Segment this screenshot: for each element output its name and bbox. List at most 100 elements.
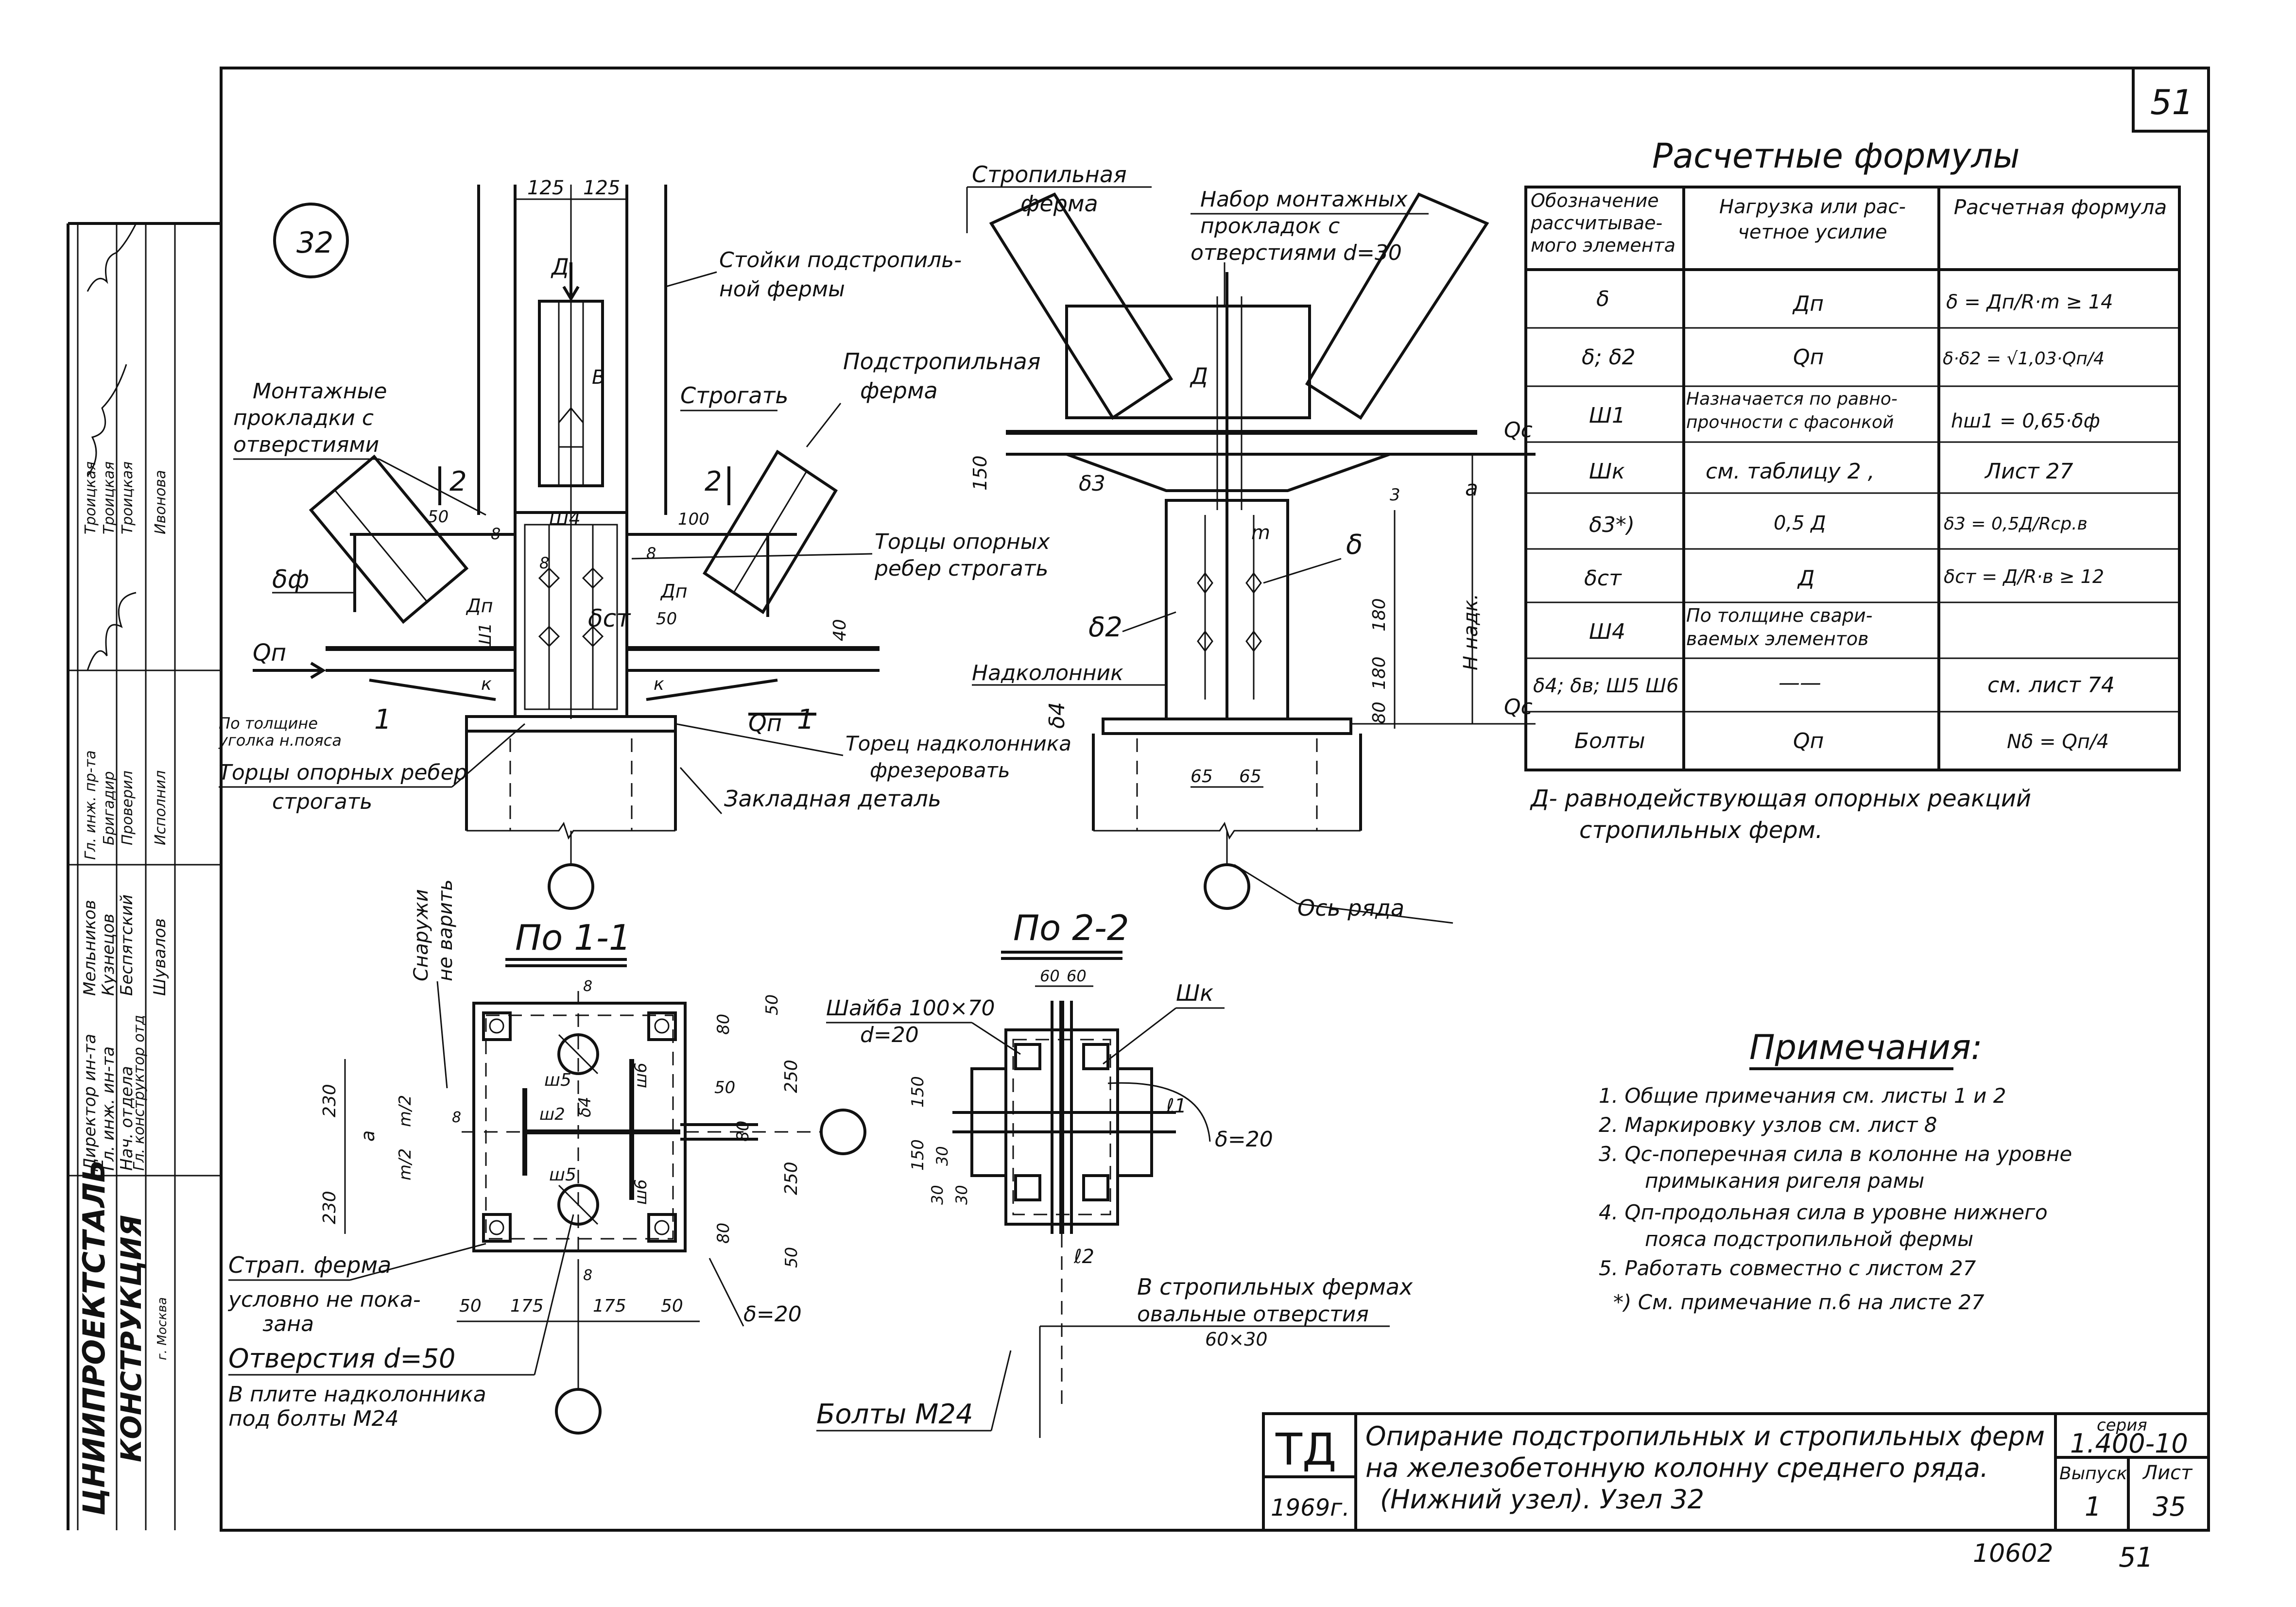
section11-axis-circle-right (820, 1109, 866, 1155)
dim-80-a: 80 (733, 1121, 753, 1142)
stamp-name-3: Беспятский (117, 894, 137, 996)
label-os-ryada: Ось ряда (1297, 895, 1404, 921)
bottom-number: 10602 (1973, 1539, 2053, 1568)
main-right-truss (702, 449, 838, 615)
stamp-name-5: Троицкая (82, 462, 99, 534)
row-8-element: δ4; δв; Ш5 Ш6 (1533, 675, 1679, 697)
dim-60-a: 60 (1040, 967, 1060, 985)
stamp-name-4: Шувалов (150, 918, 170, 996)
dim-250-a: 250 (781, 1060, 801, 1093)
label-montazh: Монтажные (253, 379, 387, 404)
label-H-nadk: Н надк. (1460, 594, 1482, 670)
row-8-load: —— (1778, 670, 1821, 695)
main-left-truss (309, 454, 469, 624)
label-B: В (592, 366, 605, 389)
row-5-element: δ3*) (1589, 513, 1635, 537)
note-3b: примыкания ригеля рамы (1645, 1169, 1924, 1193)
label-80-side: 80 (1369, 701, 1389, 724)
label-delta-4: δ4 (1045, 702, 1070, 729)
label-delta-3: δ3 (1079, 471, 1105, 496)
dim-60-b: 60 (1067, 967, 1087, 985)
stamp-name-6: Троицкая (101, 462, 118, 534)
section-2-left: 2 (449, 466, 467, 497)
label-delta-20-11: δ=20 (743, 1302, 802, 1327)
title-line-1: Опирание подстропильных и стропильных фе… (1365, 1421, 2045, 1452)
label-shk: Шк (1176, 980, 1213, 1006)
label-m2-a: m/2 (396, 1095, 415, 1127)
row-7-load: По толщине свари-ваемых элементов (1686, 605, 1873, 650)
label-montazh-2: прокладки с (233, 406, 374, 430)
org-city: г. Москва (155, 1297, 170, 1360)
dim-250-b: 250 (781, 1162, 801, 1195)
header-load: Нагрузка или рас-четное усилие (1719, 196, 1906, 243)
label-50-main-a: 50 (428, 507, 449, 527)
row-6-element: δст (1584, 566, 1622, 591)
label-sh5-a: ш5 (544, 1070, 571, 1090)
row-9-formula: Nδ = Qп/4 (2007, 731, 2109, 753)
label-stoiki-2: ной фермы (719, 277, 845, 302)
hole-top (557, 1033, 599, 1075)
dim-125-left: 125 (527, 177, 564, 199)
label-sh5-b: ш5 (549, 1165, 576, 1185)
title-year: 1969г. (1271, 1494, 1350, 1522)
header-element: Обозначение рассчитывае-мого элемента (1531, 190, 1676, 256)
row-8-formula: см. лист 74 (1987, 673, 2115, 698)
label-otv-2: В плите надколонника (228, 1382, 486, 1407)
row-2-element: δ; δ2 (1582, 345, 1636, 370)
label-torcy-opor: Торцы опорных ребер (219, 760, 467, 785)
label-strogat: Строгать (680, 382, 789, 409)
stamp-role-4: Гл. конструктор отд (131, 1015, 148, 1171)
label-3: 3 (1390, 485, 1400, 505)
label-strap: Страп. ферма (228, 1252, 391, 1278)
label-po-tolsh: По толщине (219, 714, 318, 733)
label-Qp-left: Qп (253, 639, 286, 667)
stamp-role-1: Директор ин-та (80, 1034, 100, 1172)
row-4-load: см. таблицу 2 , (1706, 459, 1875, 484)
label-65-a: 65 (1191, 767, 1213, 786)
label-m-side: m (1251, 522, 1270, 544)
side-axis-circle (1204, 863, 1250, 910)
label-40: 40 (830, 619, 850, 641)
title-block: ТД 1969г. Опирание подстропильных и стро… (1262, 1412, 2210, 1532)
label-delta-20-22: δ=20 (1215, 1127, 1273, 1152)
label-bolty: Болты М24 (816, 1399, 973, 1430)
section11-axis-circle-bottom (555, 1388, 602, 1435)
vyp-label: Выпуск (2059, 1464, 2127, 1484)
section-1-left: 1 (374, 704, 392, 735)
label-30-a: 30 (933, 1146, 951, 1166)
row-5-load: 0,5 Д (1774, 512, 1826, 534)
node-marker-circle (273, 203, 349, 278)
label-D-main: Д (551, 254, 569, 280)
stamp-name-1: Мельников (80, 900, 100, 996)
dim-bottom-50-b: 50 (661, 1296, 683, 1316)
stamp-name-8: Ивонова (152, 470, 169, 534)
row-1-load: Дп (1792, 291, 1824, 316)
label-Dp-right: Дп (660, 581, 688, 602)
dim-80-top: 80 (714, 1014, 733, 1035)
title-code: ТД (1275, 1424, 1336, 1475)
row-1-formula: δ = Дп/R·m ≥ 14 (1946, 291, 2113, 313)
label-vstrop-2: овальные отверстия (1137, 1302, 1369, 1327)
note-3: 3. Qс-поперечная сила в колонне на уровн… (1599, 1142, 2072, 1166)
left-stamp: ЦНИИПРОЕКТСТАЛЬ КОНСТРУКЦИЯ г. Москва Ди… (67, 222, 221, 1530)
label-otv: Отверстия d=50 (228, 1343, 455, 1374)
row-1-element: δ (1596, 287, 1609, 311)
row-6-formula: δст = Д/R·в ≥ 12 (1944, 566, 2104, 587)
section-1-right: 1 (797, 704, 814, 735)
label-sh4: Ш4 (549, 508, 581, 529)
note-2: 2. Маркировку узлов см. лист 8 (1599, 1113, 1937, 1137)
stamp-name-2: Кузнецов (99, 914, 118, 996)
dim-50-top: 50 (762, 994, 782, 1015)
stamp-role-6: Бригадир (101, 771, 118, 845)
section-1-1: По 1-1 Снаружи не варить ш5 ш5 ш6 (227, 879, 866, 1435)
row-9-load: Qп (1793, 729, 1824, 753)
label-nadkolonnik: Надколонник (972, 661, 1123, 685)
label-50-main-b: 50 (656, 609, 677, 629)
dim-bottom-50-a: 50 (459, 1296, 482, 1316)
formulas-title: Расчетные формулы (1652, 136, 2020, 176)
node-marker-label: 32 (296, 226, 333, 260)
label-stoiki: Стойки подстропиль- (719, 248, 962, 273)
formula-table: Расчетные формулы Обозначение рассчитыва… (1524, 136, 2181, 844)
label-delta-f: δф (272, 565, 309, 594)
base-plate-11 (472, 1002, 687, 1252)
